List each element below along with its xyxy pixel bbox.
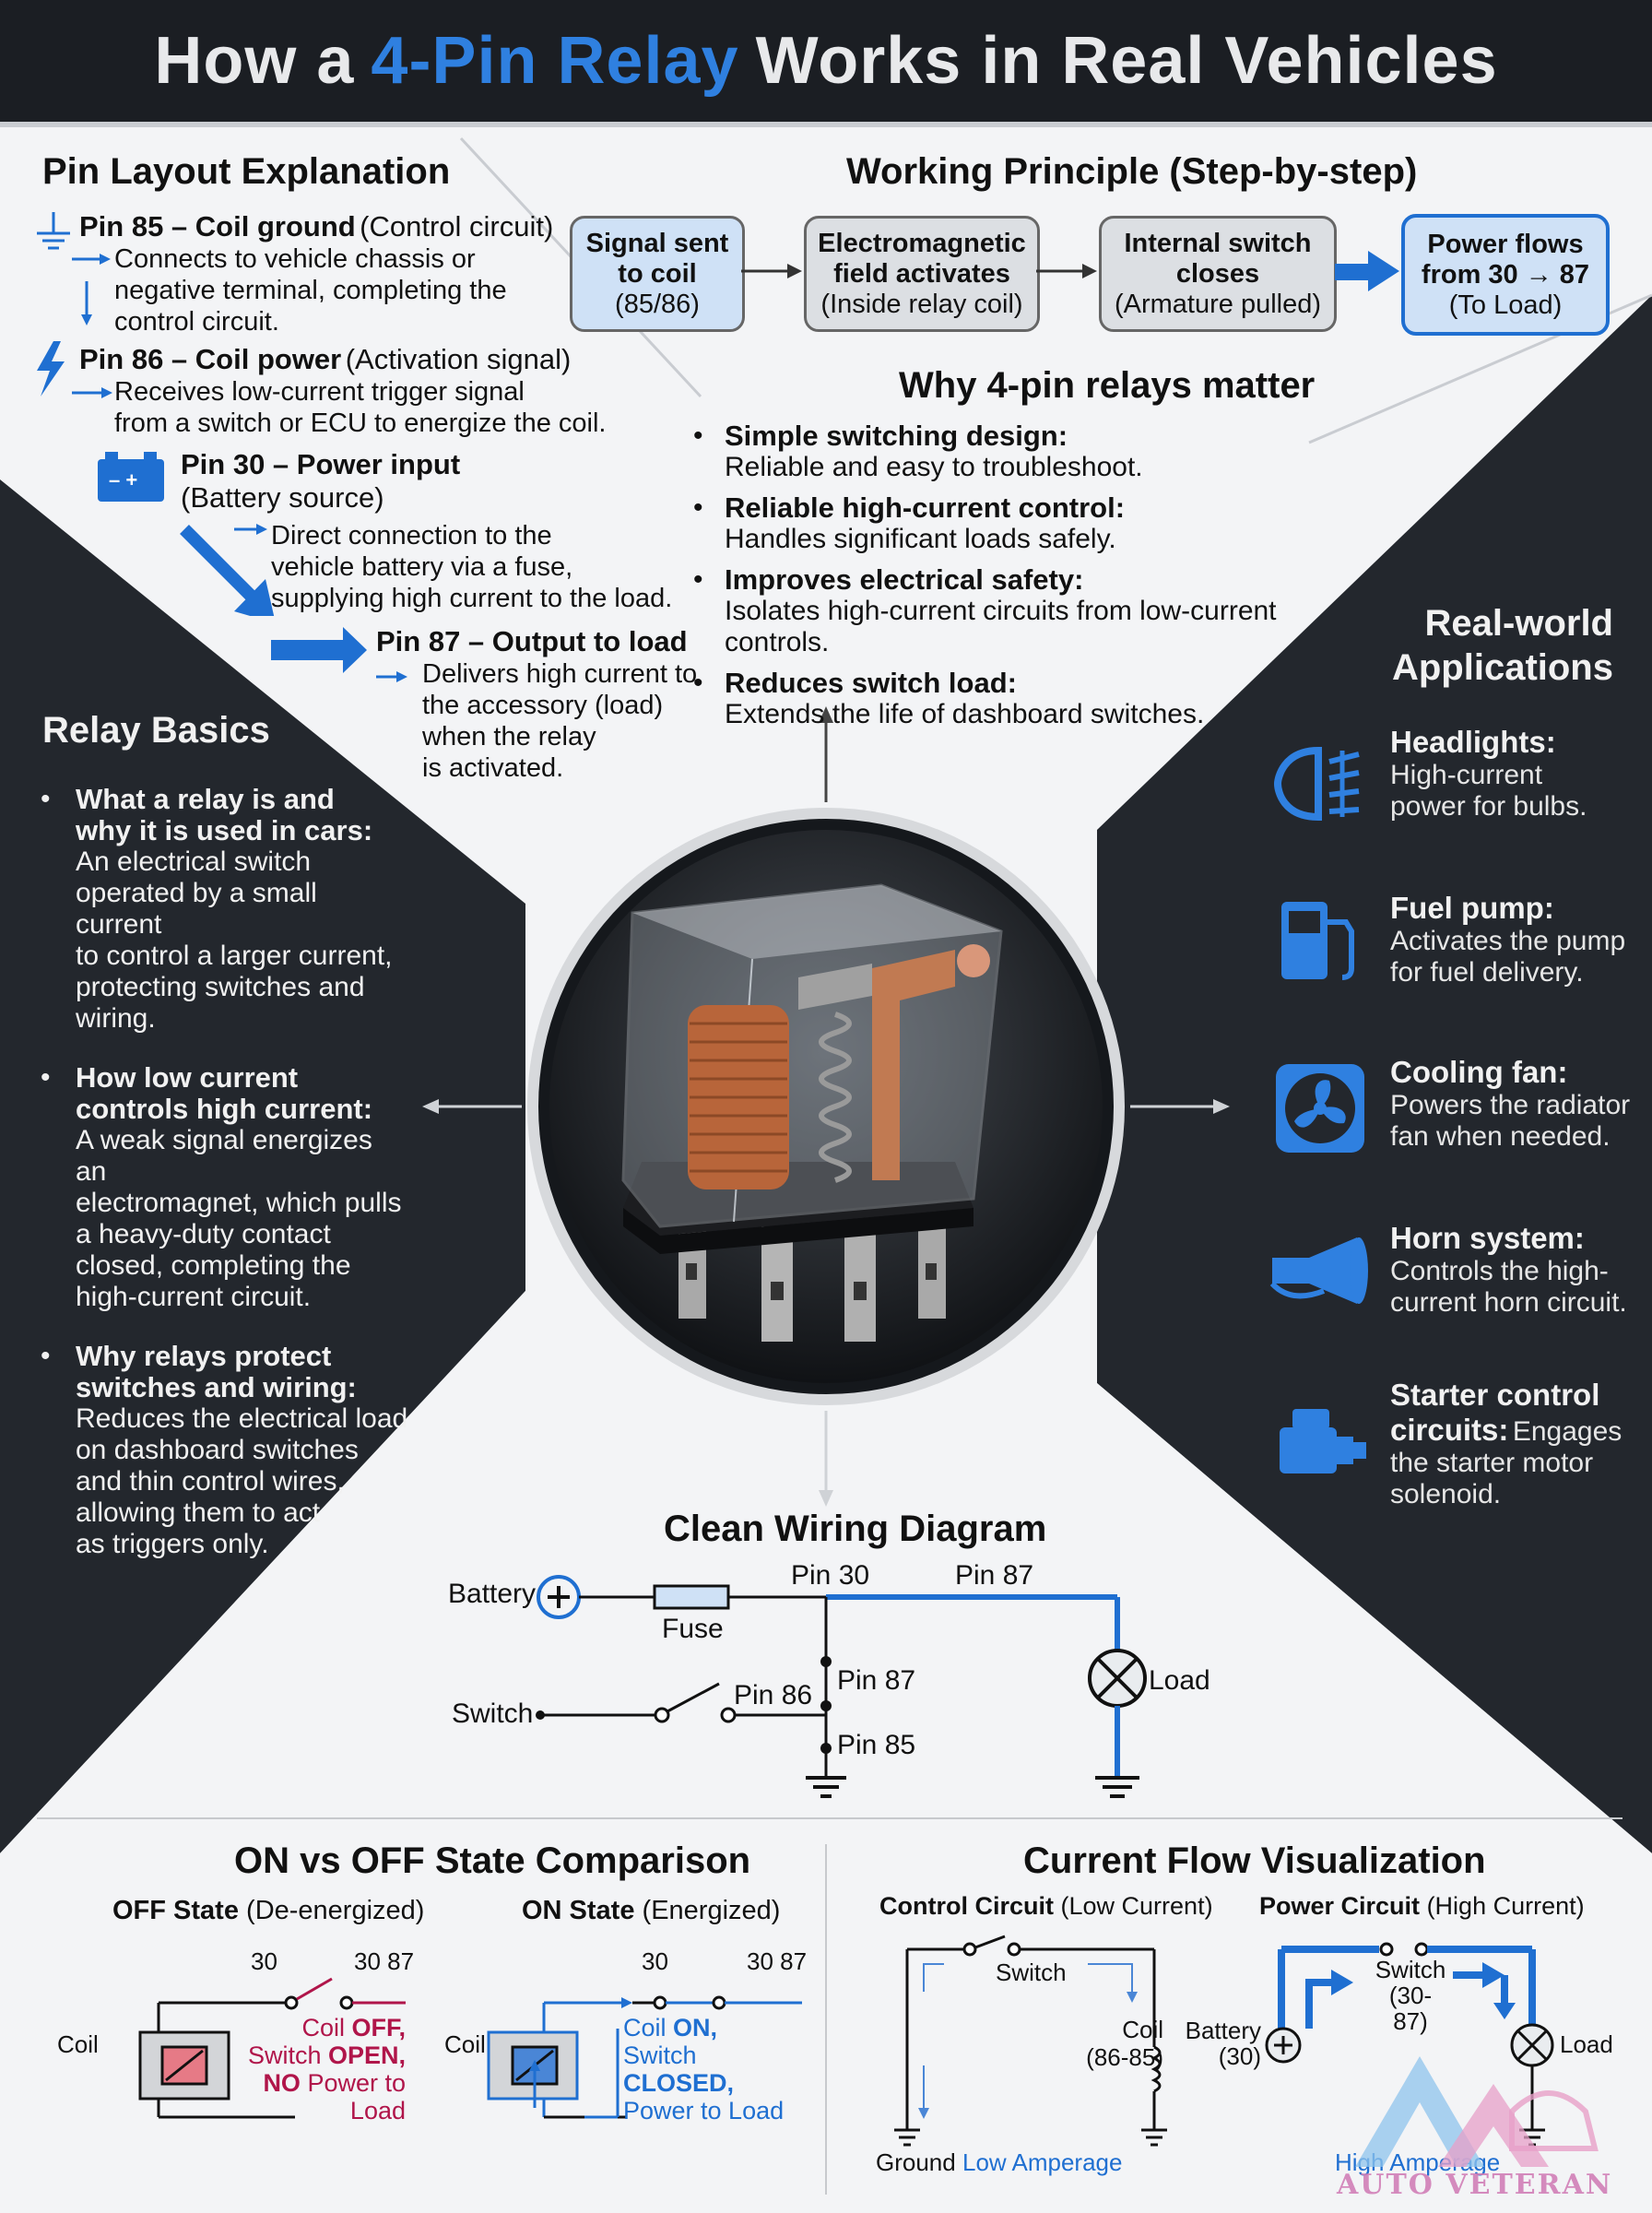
right-dark-panel bbox=[1097, 295, 1652, 1853]
headlight-icon bbox=[1273, 746, 1360, 822]
ground-icon bbox=[37, 212, 111, 325]
control-circuit-diagram bbox=[894, 1935, 1167, 2147]
step-arrows bbox=[741, 251, 1399, 291]
compare-heading: ON vs OFF State Comparison bbox=[234, 1840, 751, 1881]
pin86-block: Pin 86 – Coil power (Activation signal) … bbox=[79, 343, 607, 438]
control-circuit-title: Control Circuit (Low Current) bbox=[879, 1892, 1213, 1920]
wiring-diagram bbox=[536, 1575, 1147, 1798]
svg-text:– +: – + bbox=[109, 468, 137, 491]
on-pin30-label: 30 bbox=[642, 1947, 668, 1975]
control-coil-pins-label: (86-85) bbox=[1086, 2043, 1163, 2071]
off-pin30-label: 30 bbox=[251, 1947, 277, 1975]
pin30-block: Pin 30 – Power input (Battery source) Di… bbox=[181, 448, 673, 613]
power-circuit-diagram bbox=[1278, 1942, 1554, 2147]
control-switch-label: Switch bbox=[996, 1959, 1067, 1986]
wiring-pin30-label: Pin 30 bbox=[791, 1560, 870, 1591]
on-coil-label: Coil bbox=[444, 2030, 486, 2058]
relay-basics-heading: Relay Basics bbox=[42, 710, 270, 751]
wiring-pin87-top-label: Pin 87 bbox=[955, 1560, 1034, 1591]
pin-layout-heading: Pin Layout Explanation bbox=[42, 151, 451, 192]
auto-veteran-logo bbox=[1355, 2056, 1599, 2167]
wiring-pin87-mid-label: Pin 87 bbox=[837, 1665, 916, 1696]
why-heading: Why 4-pin relays matter bbox=[899, 365, 1316, 406]
on-pin3087-label: 30 87 bbox=[747, 1947, 808, 1975]
battery-icon: – + bbox=[98, 452, 275, 616]
starter-motor-icon bbox=[1280, 1409, 1366, 1473]
power-switch-label: Switch(30-87) bbox=[1375, 1956, 1446, 2035]
power-battery-terminal bbox=[1263, 2025, 1304, 2070]
wiring-pin85-label: Pin 85 bbox=[837, 1730, 916, 1760]
arrow-icon bbox=[271, 627, 407, 682]
on-state-diagram bbox=[487, 1995, 802, 2119]
off-state-title: OFF State (De-energized) bbox=[112, 1896, 425, 1925]
hub-arrows bbox=[422, 706, 1230, 1507]
wiring-fuse-label: Fuse bbox=[662, 1614, 724, 1644]
power-load-label: Load bbox=[1560, 2030, 1613, 2058]
fan-icon bbox=[1276, 1064, 1364, 1153]
off-coil-label: Coil bbox=[57, 2030, 99, 2058]
horn-icon bbox=[1269, 1237, 1368, 1304]
why-list: •Simple switching design:Reliable and ea… bbox=[693, 420, 1359, 730]
flow-heading: Current Flow Visualization bbox=[1023, 1840, 1486, 1881]
on-state-title: ON State (Energized) bbox=[522, 1896, 781, 1925]
app-horn: Horn system: Controls the high-current h… bbox=[1390, 1221, 1627, 1318]
relay-illustration bbox=[621, 883, 1003, 1342]
auto-veteran-logo-text: AUTO VETERAN bbox=[1337, 2169, 1613, 2201]
wiring-battery-label: Battery bbox=[448, 1579, 537, 1609]
off-state-diagram bbox=[138, 1977, 406, 2119]
control-amp-label: Low Amperage bbox=[962, 2148, 1123, 2176]
off-state-caption: Coil OFF, Switch OPEN, NO Power to Load bbox=[247, 2014, 406, 2124]
power-circuit-title: Power Circuit (High Current) bbox=[1259, 1892, 1585, 1920]
fuse bbox=[653, 1584, 730, 1610]
control-coil-label: Coil bbox=[1122, 2016, 1163, 2043]
wiring-heading: Clean Wiring Diagram bbox=[664, 1509, 1047, 1549]
pin85-block: Pin 85 – Coil ground (Control circuit) C… bbox=[79, 210, 554, 337]
left-dark-panel bbox=[0, 479, 525, 1853]
app-starter: Starter control circuits: Engages the st… bbox=[1390, 1378, 1622, 1509]
wiring-switch-label: Switch bbox=[452, 1698, 534, 1729]
wiring-pin86-label: Pin 86 bbox=[734, 1680, 813, 1710]
why-item: •Improves electrical safety:Isolates hig… bbox=[693, 563, 1277, 658]
on-state-caption: Coil ON, Switch CLOSED, Power to Load bbox=[623, 2014, 785, 2124]
why-item: •Reliable high-current control:Handles s… bbox=[693, 491, 1126, 555]
control-ground-label: Ground bbox=[876, 2148, 956, 2176]
why-item: •Reduces switch load:Extends the life of… bbox=[693, 667, 1205, 730]
pin87-block: Pin 87 – Output to load Delivers high cu… bbox=[376, 625, 698, 783]
working-heading: Working Principle (Step-by-step) bbox=[846, 151, 1418, 192]
off-pin3087-label: 30 87 bbox=[354, 1947, 415, 1975]
power-battery-label: Battery(30) bbox=[1185, 2017, 1261, 2070]
lightning-icon bbox=[37, 341, 112, 398]
why-item: •Simple switching design:Reliable and ea… bbox=[693, 420, 1143, 483]
fuel-pump-icon bbox=[1281, 902, 1354, 980]
wiring-load-label: Load bbox=[1149, 1665, 1210, 1696]
